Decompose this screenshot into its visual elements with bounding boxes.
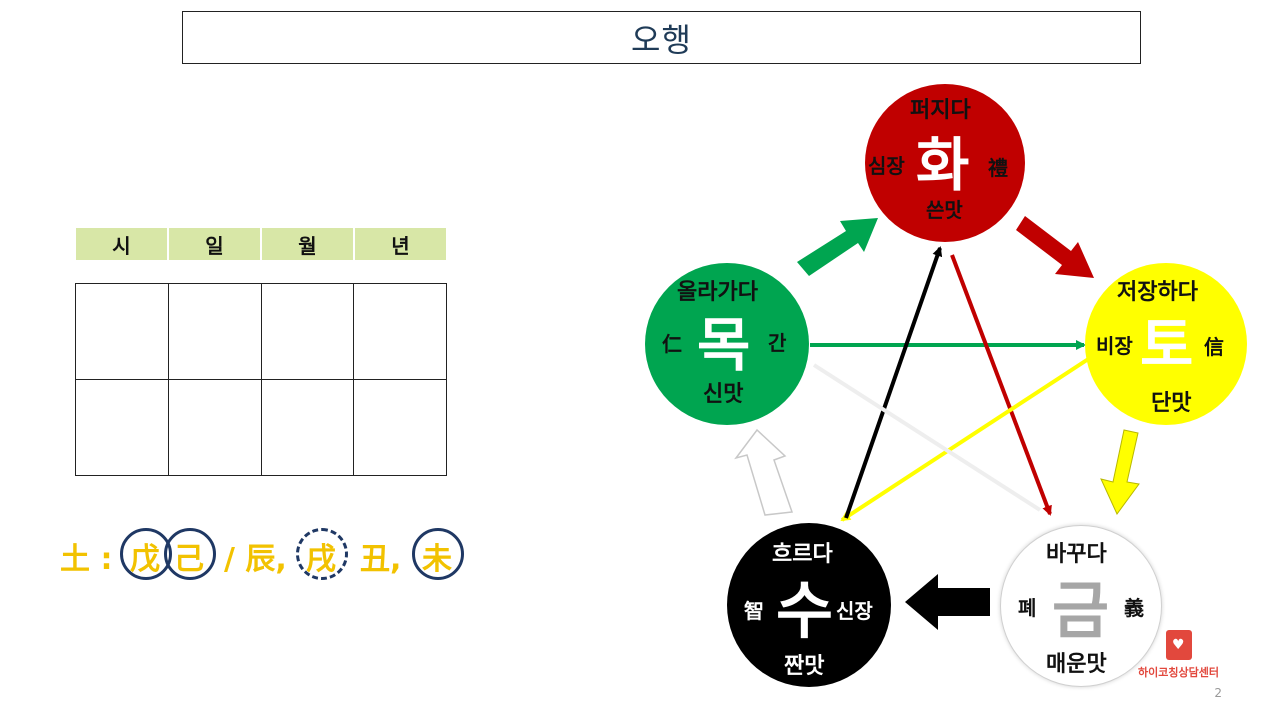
earth-stems-line: 土 : 戊 己 / 辰, 戌 丑, 未 [60, 528, 480, 584]
metal-virtue: 義 [1124, 596, 1144, 620]
wood-virtue: 仁 [662, 332, 682, 356]
pillar-header-row: 시 일 월 년 [76, 228, 446, 260]
metal-action: 바꾸다 [1046, 542, 1107, 567]
logo-text: 하이코칭상담센터 [1138, 666, 1219, 679]
pillar-header-day: 일 [169, 228, 262, 260]
water-organ: 신장 [836, 599, 873, 623]
earth-taste: 단맛 [1151, 391, 1192, 416]
fire-taste: 쓴맛 [926, 198, 963, 222]
earth-char-mi: 未 [422, 542, 452, 577]
dashed-ring-circle [296, 528, 348, 580]
earth-node [1085, 263, 1247, 425]
pillar-header-month: 월 [262, 228, 355, 260]
fire-virtue: 禮 [988, 156, 1008, 180]
earth-action: 저장하다 [1117, 280, 1198, 305]
metal-taste: 매운맛 [1046, 652, 1107, 677]
pillar-header-year: 년 [355, 228, 446, 260]
control-arrow-fire-metal [950, 254, 1052, 516]
earth-label: 土 : [60, 542, 113, 577]
control-arrow-water-fire [844, 246, 943, 519]
grid-cell [353, 379, 447, 476]
grid-cell [167, 379, 262, 476]
grid-cell [75, 379, 169, 476]
metal-node [1000, 525, 1162, 687]
center-logo: ♥ 하이코칭상담센터 [1138, 630, 1219, 680]
earth-char-chuk: 丑, [360, 542, 402, 577]
earth-char-sul: 戌 [306, 542, 336, 577]
control-arrow-earth-water [840, 352, 1098, 522]
title-box: 오행 [182, 11, 1141, 64]
fire-node [865, 84, 1025, 242]
earth-char-gi: 己 [174, 542, 204, 577]
control-arrow-metal-wood [812, 363, 1042, 512]
metal-organ: 폐 [1018, 596, 1037, 620]
generate-arrow-metal-water [905, 574, 990, 630]
water-virtue: 智 [744, 599, 764, 623]
water-node [727, 523, 891, 687]
earth-main-char: 토 [1140, 311, 1194, 379]
earth-organ: 비장 [1096, 334, 1133, 358]
pillar-header-hour: 시 [76, 228, 169, 260]
metal-main-char: 금 [1052, 574, 1110, 647]
generate-arrow-earth-metal [1100, 429, 1140, 515]
water-main-char: 수 [776, 574, 834, 647]
book-icon [1166, 630, 1192, 660]
page-number: 2 [1214, 686, 1222, 700]
generate-arrow-fire-earth [1016, 216, 1094, 278]
generate-arrow-wood-fire [797, 218, 878, 276]
water-action: 흐르다 [772, 542, 833, 567]
wood-organ: 간 [768, 331, 787, 355]
pillar-grid [75, 283, 447, 476]
water-taste: 짠맛 [784, 654, 825, 679]
wood-node [645, 263, 809, 425]
wood-main-char: 목 [697, 311, 751, 379]
ring-circle [412, 528, 464, 580]
wood-action: 올라가다 [677, 280, 758, 305]
page-title: 오행 [631, 20, 692, 59]
fire-action: 퍼지다 [910, 98, 971, 123]
earth-char-jin: / 辰, [224, 542, 287, 577]
generate-arrow-water-wood [734, 428, 794, 516]
heart-icon: ♥ [1172, 637, 1185, 653]
earth-char-mu: 戊 [130, 542, 160, 577]
ring-circle [164, 528, 216, 580]
fire-organ: 심장 [868, 154, 905, 178]
wood-taste: 신맛 [703, 382, 744, 407]
earth-virtue: 信 [1204, 335, 1224, 359]
fire-main-char: 화 [916, 131, 970, 199]
